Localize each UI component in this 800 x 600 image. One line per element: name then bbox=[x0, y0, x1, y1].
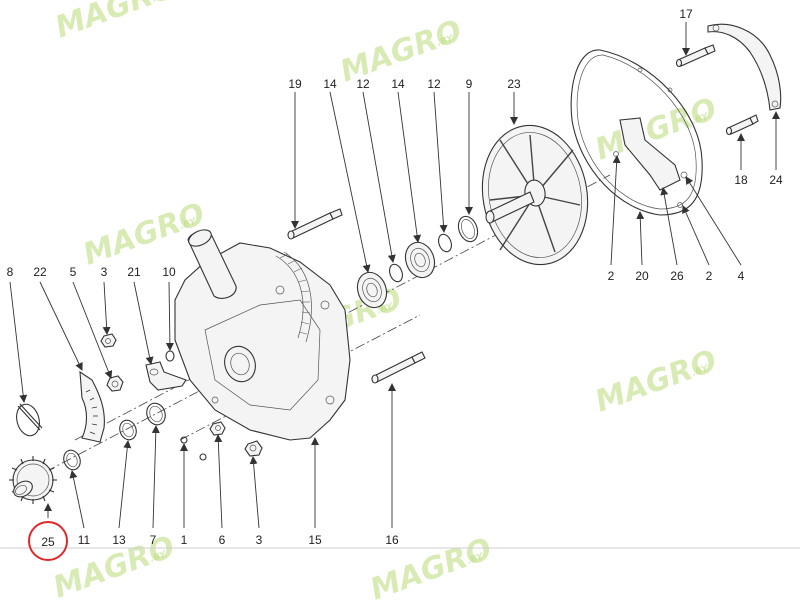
part-22-sector-plate bbox=[79, 370, 105, 443]
part-21-bracket bbox=[145, 361, 187, 391]
part-8-linch-pin bbox=[16, 403, 43, 437]
callout-label: 10 bbox=[162, 265, 176, 279]
callout-labels: 17 19 14 12 14 12 9 23 24 18 8 22 5 3 21… bbox=[7, 7, 783, 549]
callout-label: 19 bbox=[288, 77, 302, 91]
callout-label: 14 bbox=[323, 77, 337, 91]
part-13-washer bbox=[119, 419, 137, 441]
callout-label: 15 bbox=[308, 533, 322, 547]
leader-lines bbox=[9, 22, 780, 529]
part-16-pin bbox=[371, 351, 426, 384]
part-5-nut bbox=[106, 375, 124, 392]
part-10-ring bbox=[165, 350, 175, 362]
callout-label: 7 bbox=[150, 533, 157, 547]
callout-label: 2 bbox=[706, 269, 713, 283]
callout-label: 3 bbox=[101, 265, 108, 279]
part-17-pin bbox=[675, 44, 716, 68]
part-6-nut bbox=[209, 421, 226, 436]
watermark: MAGRO .BY bbox=[591, 343, 722, 419]
part-3-nut-lower bbox=[244, 440, 263, 457]
watermark-text: MAGRO bbox=[51, 0, 182, 46]
parts-drawing bbox=[9, 23, 782, 504]
part-25-sprocket bbox=[9, 456, 57, 504]
part-11-washer bbox=[63, 449, 81, 471]
callout-label: 4 bbox=[738, 269, 745, 283]
callout-label: 26 bbox=[670, 269, 684, 283]
callout-label: 20 bbox=[635, 269, 649, 283]
part-7-washer bbox=[146, 402, 166, 426]
part-14-bearing bbox=[404, 241, 436, 279]
callout-label: 18 bbox=[734, 173, 748, 187]
highlight-circle bbox=[28, 521, 68, 561]
callout-label: 12 bbox=[427, 77, 441, 91]
part-3-nut bbox=[100, 333, 117, 348]
callout-label: 24 bbox=[769, 173, 783, 187]
callout-label: 12 bbox=[356, 77, 370, 91]
callout-label: 13 bbox=[112, 533, 126, 547]
part-18-pin bbox=[725, 114, 759, 136]
callout-label: 3 bbox=[256, 533, 263, 547]
callout-label: 11 bbox=[78, 533, 91, 547]
watermark-text: MAGRO bbox=[591, 343, 722, 419]
part-23-spoked-disc bbox=[481, 124, 589, 266]
part-12-ring bbox=[438, 233, 452, 253]
watermark-text: MAGRO bbox=[79, 196, 210, 272]
callout-label: 25 bbox=[41, 535, 55, 549]
callout-label: 16 bbox=[385, 533, 399, 547]
callout-label: 21 bbox=[127, 265, 141, 279]
callout-label: 5 bbox=[70, 265, 77, 279]
callout-label: 14 bbox=[391, 77, 405, 91]
callout-label: 8 bbox=[7, 265, 14, 279]
part-24-curved-blade bbox=[707, 23, 782, 111]
callout-label: 17 bbox=[679, 7, 693, 21]
callout-label: 2 bbox=[608, 269, 615, 283]
callout-label: 6 bbox=[219, 533, 226, 547]
part-14-bearing bbox=[356, 271, 388, 309]
callout-label: 1 bbox=[181, 533, 188, 547]
callout-label: 23 bbox=[507, 77, 521, 91]
part-20-cover-plate bbox=[570, 49, 703, 216]
watermark: MAGRO .BY bbox=[51, 0, 182, 46]
callout-label: 22 bbox=[33, 265, 47, 279]
part-12-ring bbox=[389, 263, 403, 283]
part-15-gearbox-housing bbox=[174, 229, 351, 441]
part-19-pin bbox=[287, 208, 343, 240]
callout-label: 9 bbox=[466, 77, 473, 91]
part-1-bolt bbox=[180, 436, 207, 461]
part-9-circlip bbox=[457, 215, 479, 243]
watermark: MAGRO .BY bbox=[79, 196, 210, 272]
